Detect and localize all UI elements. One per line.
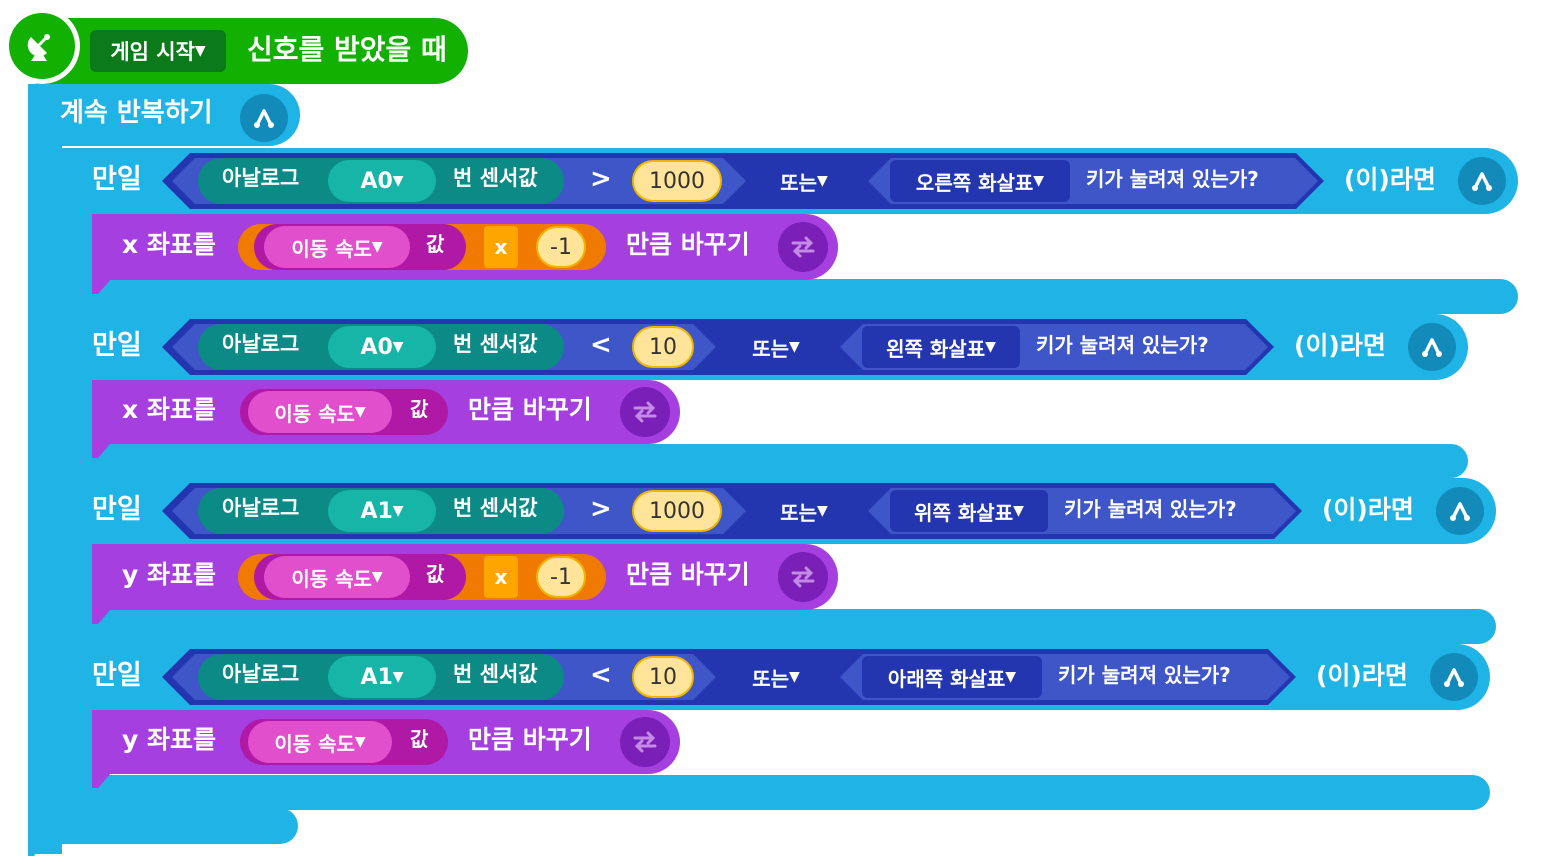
var-suffix: 값 [410,397,429,421]
number-input[interactable]: 1000 [632,160,722,202]
if-block-1-footer [60,279,1518,314]
swap-icon [778,222,828,272]
move-suffix: 만큼 바꾸기 [468,395,592,424]
var-dropdown[interactable]: 이동 속도 [248,721,392,763]
sensor-suffix: 번 센서값 [453,332,538,356]
branch-icon [1408,323,1456,371]
key-dropdown[interactable]: 오른쪽 화살표 [890,160,1070,202]
pin-dropdown[interactable]: A1 [328,490,436,532]
var-suffix: 값 [426,562,445,586]
mult-op: x [484,226,518,268]
key-suffix: 키가 눌려져 있는가? [1036,333,1209,357]
pin-dropdown[interactable]: A0 [328,160,436,202]
sensor-label: 아날로그 [222,496,300,520]
number-input[interactable]: 10 [632,326,694,368]
then-label: (이)라면 [1322,495,1414,524]
key-dropdown[interactable]: 왼쪽 화살표 [862,326,1020,368]
if-label: 만일 [92,164,142,195]
logic-dropdown[interactable]: 또는 [758,490,850,532]
branch-icon [1430,653,1478,701]
branch-icon [1458,157,1506,205]
move-axis-label: y 좌표를 [122,560,217,589]
logic-dropdown[interactable]: 또는 [730,656,822,698]
swap-icon [778,552,828,602]
sensor-suffix: 번 센서값 [453,166,538,190]
then-label: (이)라면 [1294,331,1386,360]
pin-dropdown[interactable]: A1 [328,656,436,698]
swap-icon [620,717,670,767]
logic-dropdown[interactable]: 또는 [730,326,822,368]
var-suffix: 값 [426,232,445,256]
compare-op: < [590,660,612,690]
if-label: 만일 [92,330,142,361]
if-block-2-footer [60,444,1468,478]
factor-input[interactable]: -1 [536,556,586,598]
event-label: 신호를 받았을 때 [247,33,447,66]
then-label: (이)라면 [1344,165,1436,194]
var-dropdown[interactable]: 이동 속도 [248,391,392,433]
key-suffix: 키가 눌려져 있는가? [1064,497,1237,521]
then-label: (이)라면 [1316,661,1408,690]
if-label: 만일 [92,660,142,691]
pin-dropdown[interactable]: A0 [328,326,436,368]
sensor-label: 아날로그 [222,332,300,356]
key-suffix: 키가 눌려져 있는가? [1086,167,1259,191]
if-label: 만일 [92,494,142,525]
swap-icon [620,387,670,437]
var-dropdown[interactable]: 이동 속도 [264,226,410,268]
key-suffix: 키가 눌려져 있는가? [1058,663,1231,687]
move-axis-label: x 좌표를 [122,230,216,259]
move-suffix: 만큼 바꾸기 [626,230,750,259]
sensor-label: 아날로그 [222,662,300,686]
satellite-dish-icon [27,34,50,61]
sensor-label: 아날로그 [222,166,300,190]
sensor-suffix: 번 센서값 [453,496,538,520]
mult-op: x [484,556,518,598]
move-axis-label: x 좌표를 [122,395,216,424]
loop-spine [28,84,62,854]
sensor-suffix: 번 센서값 [453,662,538,686]
branch-icon [1436,487,1484,535]
logic-dropdown[interactable]: 또는 [758,160,850,202]
number-input[interactable]: 10 [632,656,694,698]
compare-op: > [590,494,612,524]
var-suffix: 값 [410,727,429,751]
move-suffix: 만큼 바꾸기 [626,560,750,589]
event-dropdown[interactable]: 게임 시작 [90,30,226,72]
move-suffix: 만큼 바꾸기 [468,725,592,754]
compare-op: < [590,330,612,360]
compare-op: > [590,164,612,194]
key-dropdown[interactable]: 아래쪽 화살표 [862,656,1042,698]
number-input[interactable]: 1000 [632,490,722,532]
loop-label: 계속 반복하기 [60,98,213,128]
var-dropdown[interactable]: 이동 속도 [264,556,410,598]
if-block-4-footer [60,775,1490,810]
factor-input[interactable]: -1 [536,226,586,268]
key-dropdown[interactable]: 위쪽 화살표 [890,490,1048,532]
if-block-3-footer [60,609,1496,644]
event-icon-circle [4,8,80,84]
loop-icon [240,94,288,142]
loop-block-footer [28,808,298,844]
move-axis-label: y 좌표를 [122,725,217,754]
